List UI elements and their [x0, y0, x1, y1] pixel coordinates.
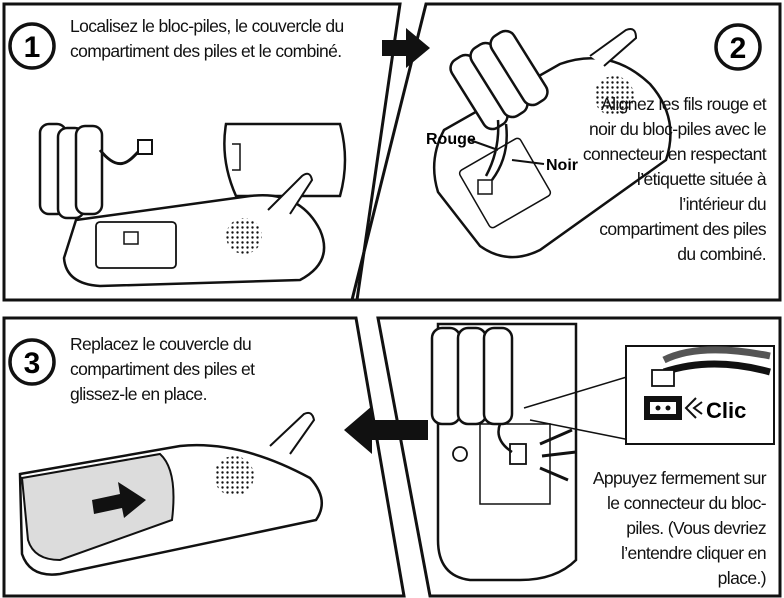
step-3-number: 3 — [24, 347, 41, 380]
arrow-to-step-3 — [344, 406, 428, 454]
step-2-badge — [714, 23, 762, 71]
handset-open-illustration — [62, 172, 326, 288]
label-red-wire: Rouge — [426, 131, 476, 148]
step-1-text: Localisez le bloc-piles, le couvercle du… — [70, 16, 344, 61]
battery-pack-vertical — [430, 326, 514, 454]
click-label: Clic — [706, 398, 746, 423]
slide-direction-arrow — [92, 482, 146, 518]
step-3-badge — [8, 338, 56, 386]
battery-pack-illustration — [38, 122, 153, 220]
panel-step-4-frame — [376, 316, 782, 598]
label-black-wire: Noir — [546, 157, 578, 174]
panel-step-3-frame — [2, 316, 406, 598]
label-black-pointer — [511, 159, 545, 165]
arrow-to-step-2 — [382, 28, 430, 68]
callout-line-bottom — [529, 419, 631, 441]
label-red-pointer — [469, 139, 499, 151]
callout-line-top — [523, 375, 631, 409]
step-4-text: Appuyez fermement sur le connecteur du b… — [592, 468, 767, 588]
connector-detail-callout — [625, 345, 775, 445]
step-2-text: Alignez les fils rouge et noir du bloc-p… — [582, 94, 767, 264]
handset-cover-slide-illustration — [18, 411, 323, 576]
step-1-badge — [8, 22, 56, 70]
battery-pack-overhead — [449, 29, 549, 181]
step-1-number: 1 — [24, 31, 41, 64]
panel-step-2-frame — [350, 2, 782, 302]
step-2-number: 2 — [730, 32, 747, 65]
step-3-text: Replacez le couvercle du compartiment de… — [70, 334, 255, 404]
battery-cover-illustration — [223, 122, 347, 198]
